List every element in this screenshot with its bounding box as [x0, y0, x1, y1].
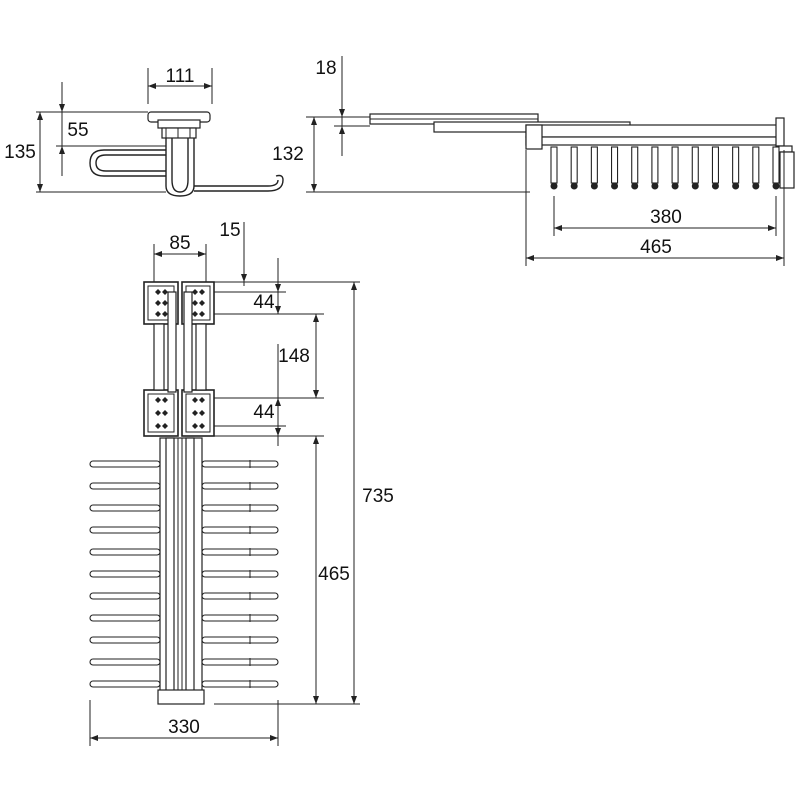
side-hook [651, 146, 659, 190]
side-hook [570, 146, 578, 190]
side-view: 18 132 380 465 [272, 56, 795, 266]
dim-148-label: 148 [278, 346, 310, 367]
front-hook [89, 658, 279, 666]
side-hook [752, 146, 760, 190]
end-view: 111 135 55 [4, 66, 284, 197]
dim-380-label: 380 [650, 207, 682, 228]
side-hook [590, 146, 598, 190]
dim-135-label: 135 [4, 142, 36, 163]
front-hook [89, 570, 279, 578]
bracket-plate [181, 281, 215, 325]
front-view: 85 15 44 148 44 465 [89, 220, 394, 746]
front-hook [89, 504, 279, 512]
dim-18-label: 18 [315, 58, 336, 79]
dim-55-label: 55 [67, 120, 88, 141]
dim-735-label: 735 [362, 486, 394, 507]
side-hook [732, 146, 740, 190]
front-hook [89, 526, 279, 534]
front-hook [89, 614, 279, 622]
side-hook [671, 146, 679, 190]
bracket-plate [143, 389, 179, 437]
front-hook [89, 636, 279, 644]
dim-15-label: 15 [219, 220, 240, 241]
side-hook [631, 146, 639, 190]
dim-465-side-label: 465 [640, 237, 672, 258]
side-hook [711, 146, 720, 190]
front-hook [89, 680, 279, 688]
dim-330-label: 330 [168, 717, 200, 738]
front-hook [89, 482, 279, 490]
side-hook [550, 146, 558, 190]
side-hook [691, 146, 699, 190]
dim-132-label: 132 [272, 144, 304, 165]
dim-111-label: 111 [166, 66, 195, 87]
dim-85-label: 85 [169, 233, 190, 254]
front-hook [89, 548, 279, 556]
front-hook [89, 460, 279, 468]
dim-44-bottom-label: 44 [253, 402, 275, 423]
side-hook [610, 146, 619, 190]
front-hook [89, 592, 279, 600]
front-hooks [89, 460, 279, 688]
side-hooks [550, 146, 780, 190]
dim-465-front-label: 465 [318, 564, 350, 585]
bracket-plate [181, 389, 215, 437]
side-hook [772, 146, 780, 190]
dim-44-top-label: 44 [253, 292, 275, 313]
